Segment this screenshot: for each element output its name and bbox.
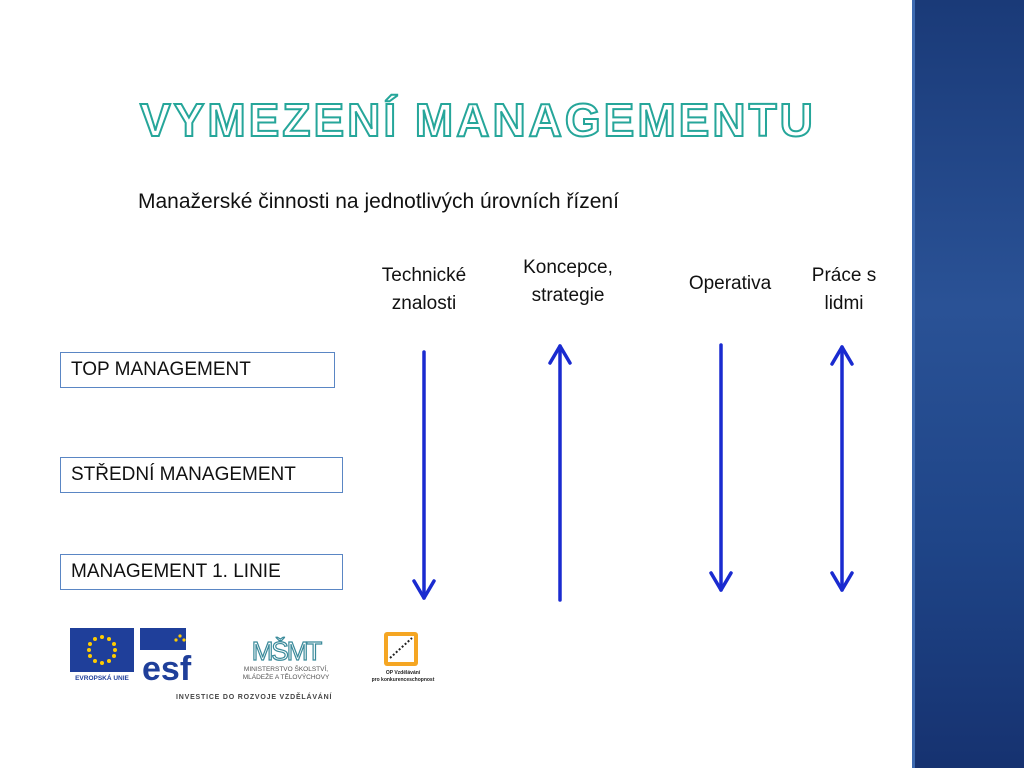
esf-label: esf bbox=[142, 650, 192, 682]
level-top-management: TOP MANAGEMENT bbox=[60, 352, 335, 388]
arrow-technical-down bbox=[412, 350, 436, 600]
column-header-people: Práce s lidmi bbox=[811, 265, 877, 314]
arrow-operations-down bbox=[709, 343, 733, 592]
op-logo: OP Vzdělávání pro konkurenceschopnost bbox=[366, 628, 440, 686]
slide-title: Vymezení managementu bbox=[139, 93, 816, 147]
level-first-line-management: MANAGEMENT 1. LINIE bbox=[60, 554, 343, 590]
level-middle-management: STŘEDNÍ MANAGEMENT bbox=[60, 457, 343, 493]
arrow-strategy-up bbox=[548, 344, 572, 602]
logos-footer-text: INVESTICE DO ROZVOJE VZDĚLÁVÁNÍ bbox=[176, 694, 333, 701]
eu-flag-icon: EVROPSKÁ UNIE bbox=[70, 628, 134, 682]
esf-logo: esf bbox=[140, 628, 204, 688]
eu-logo: EVROPSKÁ UNIE bbox=[70, 628, 134, 682]
esf-mark-icon: esf bbox=[140, 628, 192, 688]
column-header-strategy: Koncepce, strategie bbox=[523, 257, 613, 306]
slide-subtitle: Manažerské činnosti na jednotlivých úrov… bbox=[138, 190, 619, 213]
op-mark-icon: OP Vzdělávání pro konkurenceschopnost bbox=[372, 632, 435, 683]
arrow-people-both bbox=[830, 345, 854, 592]
column-header-technical: Technické znalosti bbox=[381, 265, 467, 314]
op-line-1: OP Vzdělávání bbox=[386, 670, 421, 676]
msmt-logo: MŠMT MINISTERSTVO ŠKOLSTVÍ, MLÁDEŽE A TĚ… bbox=[228, 628, 344, 684]
msmt-mark: MŠMT bbox=[252, 636, 323, 666]
msmt-line-2: MLÁDEŽE A TĚLOVÝCHOVY bbox=[243, 672, 330, 681]
arrows-layer bbox=[412, 343, 854, 602]
column-header-operations: Operativa bbox=[688, 273, 772, 294]
eu-label: EVROPSKÁ UNIE bbox=[75, 673, 129, 682]
msmt-line-1: MINISTERSTVO ŠKOLSTVÍ, bbox=[244, 664, 328, 673]
msmt-mark-icon: MŠMT MINISTERSTVO ŠKOLSTVÍ, MLÁDEŽE A TĚ… bbox=[243, 635, 330, 681]
side-decoration-band bbox=[912, 0, 1024, 768]
op-line-2: pro konkurenceschopnost bbox=[372, 677, 435, 683]
